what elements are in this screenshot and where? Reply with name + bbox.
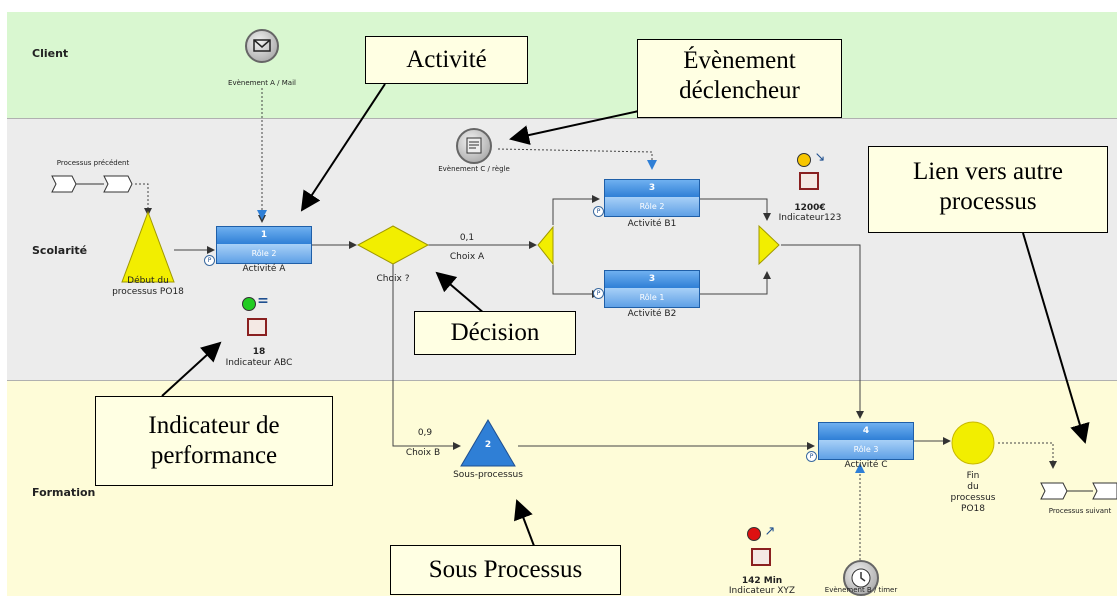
rule-arrow-icon xyxy=(647,160,657,170)
callout-lien-line2: processus xyxy=(939,188,1037,215)
activity-b2-badge: P xyxy=(593,288,604,299)
indicator-abc-name: Indicateur ABC xyxy=(225,358,293,368)
callout-sous-processus: Sous Processus xyxy=(390,545,621,595)
indicator-xyz-trend-icon: ↗ xyxy=(764,524,776,539)
end-label-line1: Fin xyxy=(966,471,980,481)
next-process-link[interactable] xyxy=(1041,483,1117,499)
activity-a-badge: P xyxy=(204,255,215,266)
choice-b-label: Choix B xyxy=(405,448,441,458)
activity-b1-number: 3 xyxy=(605,180,699,197)
start-event-label: Début du processus PO18 xyxy=(96,276,200,298)
activity-c-badge: P xyxy=(806,451,817,462)
activity-c[interactable]: 4 Rôle 3 xyxy=(818,422,914,460)
start-event-shape xyxy=(121,210,175,283)
indicator-abc-status-icon xyxy=(242,297,256,311)
activity-b1-label: Activité B1 xyxy=(627,219,677,229)
indicator-123-name: Indicateur123 xyxy=(778,213,842,223)
lane-label-formation: Formation xyxy=(32,486,96,499)
activity-b1[interactable]: 3 Rôle 2 xyxy=(604,179,700,217)
callout-activite: Activité xyxy=(365,36,528,84)
activity-b2-role: Rôle 1 xyxy=(605,288,699,307)
lane-client xyxy=(7,12,1117,118)
previous-process-label: Processus précédent xyxy=(56,159,130,167)
activity-c-label: Activité C xyxy=(844,460,888,470)
callout-indicateur-line1: Indicateur de xyxy=(148,412,280,439)
rule-event-icon[interactable] xyxy=(456,128,492,164)
rule-event-label: Evènement C / règle xyxy=(438,165,510,173)
callout-evenement-line2: déclencheur xyxy=(679,77,800,104)
next-process-label: Processus suivant xyxy=(1048,507,1112,515)
start-label-line1: Début du xyxy=(127,276,169,286)
callout-lien: Lien vers autre processus xyxy=(868,146,1108,233)
callout-evenement-line1: Évènement xyxy=(683,47,796,74)
mail-event-label: Evènement A / Mail xyxy=(228,79,296,87)
activity-c-number: 4 xyxy=(819,423,913,440)
callout-indicateur: Indicateur de performance xyxy=(95,396,333,486)
subprocess-shape xyxy=(460,419,516,467)
activity-a-number: 1 xyxy=(217,227,311,244)
previous-process-link[interactable] xyxy=(52,176,132,192)
activity-b2-number: 3 xyxy=(605,271,699,288)
timer-event-label: Evènement B / timer xyxy=(824,586,898,594)
end-label-line4: PO18 xyxy=(961,504,985,514)
decision-label: Choix ? xyxy=(376,274,410,284)
timer-event-icon[interactable] xyxy=(843,560,879,596)
callout-evenement: Évènement déclencheur xyxy=(637,39,842,118)
activity-b2[interactable]: 3 Rôle 1 xyxy=(604,270,700,308)
indicator-abc-value: 18 xyxy=(252,347,266,357)
split-gateway xyxy=(537,225,554,266)
end-label-line2: du xyxy=(967,482,979,492)
indicator-123-chart-icon[interactable] xyxy=(799,172,819,190)
indicator-xyz-value: 142 Min xyxy=(741,576,783,586)
activity-a[interactable]: 1 Rôle 2 xyxy=(216,226,312,264)
indicator-abc-trend-icon: = xyxy=(257,293,269,309)
indicator-xyz-name: Indicateur XYZ xyxy=(728,586,796,596)
callout-lien-line1: Lien vers autre xyxy=(913,158,1063,185)
mail-arrow-icon xyxy=(257,210,267,220)
mail-event-icon[interactable] xyxy=(245,29,279,63)
activity-a-role: Rôle 2 xyxy=(217,244,311,263)
activity-b1-badge: P xyxy=(593,206,604,217)
lane-label-scolarite: Scolarité xyxy=(32,244,88,257)
indicator-123-value: 1200€ xyxy=(794,203,826,213)
choice-b-probability: 0,9 xyxy=(417,428,433,438)
indicator-123-status-icon xyxy=(797,153,811,167)
subprocess-label: Sous-processus xyxy=(453,470,523,480)
choice-a-label: Choix A xyxy=(449,252,485,262)
indicator-123-trend-icon: ↘ xyxy=(814,150,826,165)
subprocess-number: 2 xyxy=(484,440,492,450)
activity-b1-role: Rôle 2 xyxy=(605,197,699,216)
join-gateway xyxy=(758,224,780,266)
activity-c-role: Rôle 3 xyxy=(819,440,913,459)
choice-a-probability: 0,1 xyxy=(459,233,475,243)
activity-b2-label: Activité B2 xyxy=(627,309,677,319)
decision-diamond xyxy=(356,225,430,265)
end-label-line3: processus xyxy=(950,493,996,503)
callout-indicateur-line2: performance xyxy=(150,442,278,469)
lane-label-client: Client xyxy=(32,47,69,60)
timer-arrow-icon xyxy=(855,463,865,473)
indicator-xyz-status-icon xyxy=(747,527,761,541)
end-event-shape xyxy=(951,421,995,465)
indicator-xyz-chart-icon[interactable] xyxy=(751,548,771,566)
start-label-line2: processus PO18 xyxy=(112,287,184,297)
activity-a-label: Activité A xyxy=(242,264,286,274)
end-event-label: Fin du processus PO18 xyxy=(940,471,1006,515)
indicator-abc-chart-icon[interactable] xyxy=(247,318,267,336)
callout-decision: Décision xyxy=(414,311,576,355)
